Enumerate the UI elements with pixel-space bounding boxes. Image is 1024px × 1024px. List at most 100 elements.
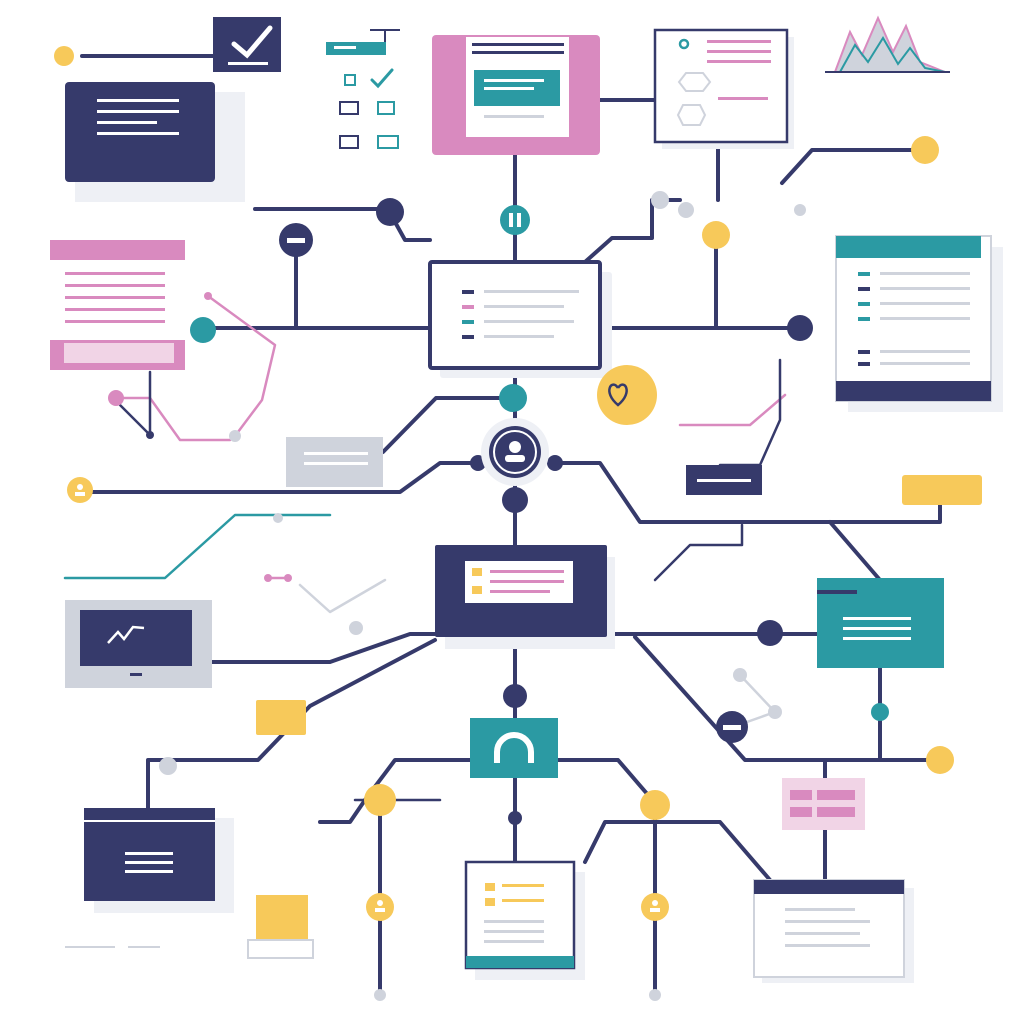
node-dot[interactable] bbox=[651, 191, 669, 209]
node-dot[interactable] bbox=[678, 202, 694, 218]
node-dot[interactable] bbox=[54, 46, 74, 66]
central-hub-card[interactable] bbox=[428, 260, 612, 378]
underline bbox=[228, 62, 268, 65]
info-mark bbox=[509, 213, 513, 227]
user-hub-node[interactable] bbox=[481, 418, 549, 486]
connector bbox=[118, 370, 152, 437]
central-navy-card[interactable] bbox=[435, 545, 615, 649]
navy-pill-label[interactable] bbox=[686, 465, 762, 495]
node-dot[interactable] bbox=[146, 431, 154, 439]
card-frame bbox=[464, 860, 576, 970]
node-dot[interactable] bbox=[787, 315, 813, 341]
mini-icon bbox=[339, 135, 359, 149]
text-line bbox=[304, 462, 368, 465]
node-dot[interactable] bbox=[503, 684, 527, 708]
white-text-card-bottom-right[interactable] bbox=[753, 879, 914, 983]
text-line bbox=[472, 43, 564, 46]
yellow-tag-left[interactable] bbox=[256, 700, 306, 735]
node-dot[interactable] bbox=[502, 487, 528, 513]
text-line bbox=[484, 115, 544, 118]
node-dot[interactable] bbox=[273, 513, 283, 523]
card-frame bbox=[428, 260, 602, 370]
node-dot[interactable] bbox=[702, 221, 730, 249]
node-dot[interactable] bbox=[229, 430, 241, 442]
node-dot[interactable] bbox=[190, 317, 216, 343]
text-line bbox=[65, 296, 165, 299]
minus-node[interactable] bbox=[716, 711, 748, 743]
node-dot[interactable] bbox=[640, 790, 670, 820]
teal-text-card-right[interactable] bbox=[817, 578, 944, 668]
connector bbox=[780, 148, 926, 185]
node-dot[interactable] bbox=[794, 204, 806, 216]
pink-grid-card[interactable] bbox=[782, 778, 865, 830]
user-badge[interactable] bbox=[67, 477, 93, 503]
user-body bbox=[375, 908, 385, 912]
card-frame bbox=[753, 879, 905, 978]
yellow-tag-right[interactable] bbox=[902, 475, 982, 505]
pink-form-card-left[interactable] bbox=[50, 240, 185, 370]
text-line bbox=[484, 940, 544, 943]
node-dot[interactable] bbox=[768, 705, 782, 719]
node-dot[interactable] bbox=[108, 390, 124, 406]
text-line bbox=[65, 308, 165, 311]
node-dot[interactable] bbox=[649, 989, 661, 1001]
navy-text-card-bottom-left[interactable] bbox=[84, 808, 234, 913]
bullet-marker bbox=[462, 290, 474, 294]
node-dot[interactable] bbox=[204, 292, 212, 300]
mini-icon bbox=[344, 74, 356, 86]
node-dot[interactable] bbox=[159, 757, 177, 775]
node-dot[interactable] bbox=[871, 703, 889, 721]
node-dot[interactable] bbox=[911, 136, 939, 164]
connector bbox=[553, 461, 942, 524]
hexagon-icon bbox=[676, 104, 707, 126]
minus-icon bbox=[287, 238, 305, 243]
gray-note-card[interactable] bbox=[286, 437, 383, 487]
card-footer bbox=[836, 381, 991, 401]
folder-front bbox=[247, 939, 314, 959]
grid-cell bbox=[817, 790, 855, 800]
node-dot[interactable] bbox=[547, 455, 563, 471]
node-dot[interactable] bbox=[376, 198, 404, 226]
navy-text-card-top-left[interactable] bbox=[65, 82, 245, 202]
block bbox=[470, 718, 558, 778]
badge-circle bbox=[366, 893, 394, 921]
teal-document-card-right[interactable] bbox=[835, 235, 1003, 412]
node-dot[interactable] bbox=[926, 746, 954, 774]
connector bbox=[583, 820, 772, 882]
bullet-marker bbox=[472, 568, 482, 576]
user-badge[interactable] bbox=[366, 893, 394, 921]
connector bbox=[113, 396, 232, 442]
info-node[interactable] bbox=[500, 205, 530, 235]
node-dot[interactable] bbox=[284, 574, 292, 582]
node-dot[interactable] bbox=[374, 989, 386, 1001]
folder-back bbox=[256, 895, 308, 943]
user-badge[interactable] bbox=[641, 893, 669, 921]
trend-monitor[interactable] bbox=[65, 600, 212, 688]
node-dot[interactable] bbox=[508, 811, 522, 825]
profile-card-top-right[interactable] bbox=[653, 28, 794, 149]
node-dot[interactable] bbox=[349, 621, 363, 635]
minus-node[interactable] bbox=[279, 223, 313, 257]
node-dot[interactable] bbox=[364, 784, 396, 816]
card-frame bbox=[653, 28, 789, 144]
node-dot[interactable] bbox=[733, 668, 747, 682]
node-dot[interactable] bbox=[757, 620, 783, 646]
user-icon bbox=[77, 484, 83, 490]
card-header bbox=[754, 880, 904, 894]
folder-icon[interactable] bbox=[247, 895, 314, 959]
badge-circle bbox=[641, 893, 669, 921]
white-list-card-bottom[interactable] bbox=[464, 860, 585, 980]
info-mark bbox=[517, 213, 521, 227]
node-dot[interactable] bbox=[264, 574, 272, 582]
pink-document-card[interactable] bbox=[432, 35, 600, 155]
text-line bbox=[880, 350, 970, 353]
arch-block[interactable] bbox=[470, 718, 558, 778]
heart-badge[interactable] bbox=[597, 365, 657, 425]
checkmark-box[interactable] bbox=[213, 17, 281, 72]
user-body bbox=[650, 908, 660, 912]
node-dot[interactable] bbox=[499, 384, 527, 412]
text-line bbox=[843, 617, 911, 620]
toolbar-dot bbox=[334, 46, 356, 49]
arch-icon bbox=[494, 732, 534, 763]
